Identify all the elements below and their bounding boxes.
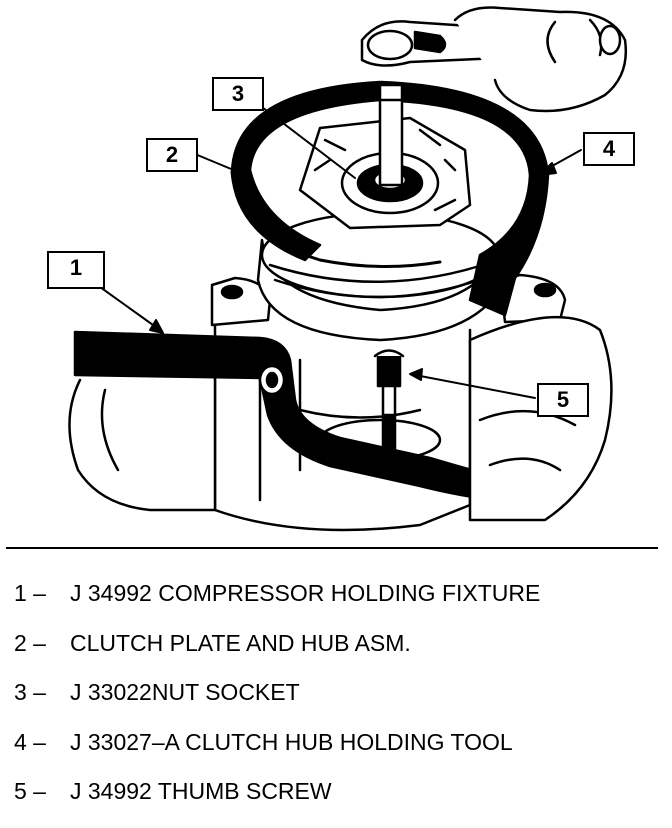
leader-lines xyxy=(99,103,582,399)
mounting-ear-left xyxy=(210,276,272,327)
legend-divider xyxy=(6,547,658,549)
legend-number: 3 – xyxy=(14,679,46,705)
compressor-clutch-illustration xyxy=(68,6,627,532)
legend-number: 1 – xyxy=(14,580,46,606)
callout-1: 1 xyxy=(47,251,105,289)
legend-item-1: 1 – J 34992 COMPRESSOR HOLDING FIXTURE xyxy=(14,580,540,630)
callout-4: 4 xyxy=(583,132,635,166)
legend-number: 2 – xyxy=(14,629,46,656)
fixture-bolt xyxy=(258,364,286,396)
right-hand-lower xyxy=(468,315,613,522)
parts-legend: 1 – J 34992 COMPRESSOR HOLDING FIXTURE 2 … xyxy=(14,580,540,828)
compressor-front-housing xyxy=(256,211,507,342)
left-hand xyxy=(68,378,217,512)
legend-text: J 34992 COMPRESSOR HOLDING FIXTURE xyxy=(70,580,541,606)
legend-item-4: 4 – J 33027–A CLUTCH HUB HOLDING TOOL xyxy=(14,729,540,779)
legend-item-2: 2 – CLUTCH PLATE AND HUB ASM. xyxy=(14,630,540,680)
legend-item-3: 3 – J 33022NUT SOCKET xyxy=(14,679,540,729)
right-hand-upper xyxy=(453,6,627,113)
mounting-ear-right xyxy=(498,273,567,324)
legend-text: CLUTCH PLATE AND HUB ASM. xyxy=(70,629,411,656)
legend-text: J 33027–A CLUTCH HUB HOLDING TOOL xyxy=(70,728,513,755)
callout-2: 2 xyxy=(146,138,198,172)
thumb-screw xyxy=(373,349,405,472)
clutch-plate-and-hub xyxy=(298,116,472,230)
legend-item-5: 5 – J 34992 THUMB SCREW xyxy=(14,778,540,828)
legend-text: J 33022NUT SOCKET xyxy=(70,679,300,705)
legend-number: 5 – xyxy=(14,778,46,804)
callout-3: 3 xyxy=(212,77,264,111)
callout-5: 5 xyxy=(537,383,589,417)
legend-text: J 34992 THUMB SCREW xyxy=(70,778,332,804)
legend-number: 4 – xyxy=(14,728,46,755)
